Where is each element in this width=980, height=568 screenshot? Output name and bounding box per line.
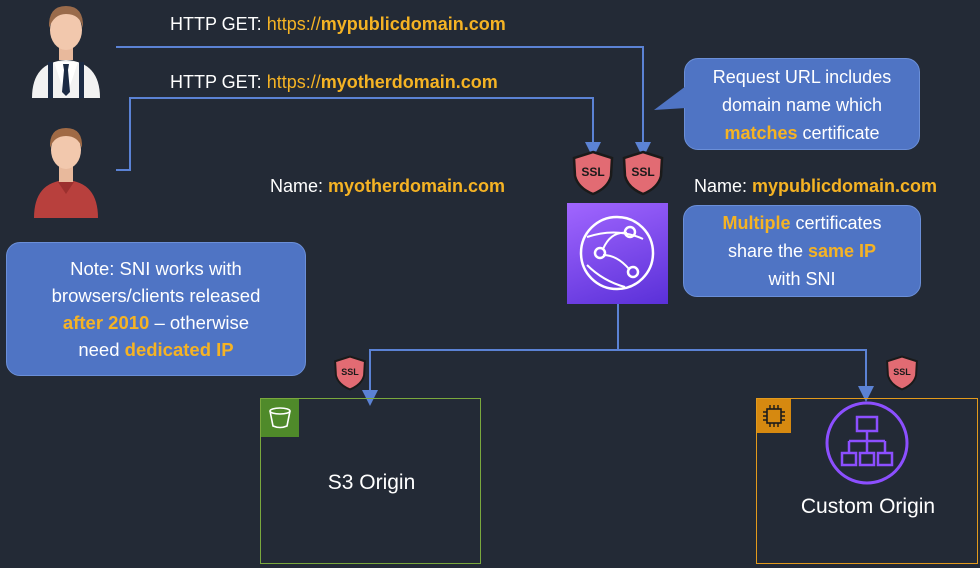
cert-prefix: Name:	[270, 176, 328, 196]
callout-highlight: same IP	[808, 241, 876, 261]
callout-text: Note: SNI works with	[7, 255, 305, 282]
request-domain: myotherdomain.com	[321, 72, 498, 92]
ssl-label: SSL	[620, 165, 666, 179]
callout-highlight: dedicated IP	[125, 339, 234, 360]
callout-highlight: matches	[724, 123, 797, 143]
s3-origin-box: S3 Origin	[260, 398, 481, 564]
custom-origin-label: Custom Origin	[757, 495, 979, 519]
cert-domain: myotherdomain.com	[328, 176, 505, 196]
cert-name-left: Name: myotherdomain.com	[270, 176, 505, 197]
ssl-shield-icon: SSL	[332, 355, 368, 391]
cloudfront-icon	[567, 203, 668, 304]
request-url-scheme: https://	[267, 14, 321, 34]
user-icon-person	[28, 122, 104, 218]
s3-origin-label: S3 Origin	[261, 471, 482, 495]
cert-domain: mypublicdomain.com	[752, 176, 937, 196]
callout-request-url: Request URL includes domain name which m…	[684, 58, 920, 150]
custom-origin-box: Custom Origin	[756, 398, 978, 564]
cert-prefix: Name:	[694, 176, 752, 196]
callout-text: – otherwise	[149, 312, 249, 333]
ec2-chip-icon	[757, 399, 791, 433]
callout-text: need	[78, 339, 124, 360]
load-balancer-network-icon	[823, 399, 911, 487]
ssl-shield-icon: SSL	[884, 355, 920, 391]
callout-text: browsers/clients released	[7, 282, 305, 309]
callout-text: share the	[728, 241, 808, 261]
request-label-other: HTTP GET: https://myotherdomain.com	[170, 72, 498, 93]
user-icon-businessman	[28, 0, 104, 98]
callout-highlight: after 2010	[63, 312, 149, 333]
ssl-shield-icon: SSL	[620, 150, 666, 196]
request-domain: mypublicdomain.com	[321, 14, 506, 34]
callout-line: Request URL includes	[685, 63, 919, 91]
callout-highlight: Multiple	[722, 213, 790, 233]
callout-text: certificate	[798, 123, 880, 143]
request-prefix: HTTP GET:	[170, 14, 267, 34]
cert-name-right: Name: mypublicdomain.com	[694, 176, 937, 197]
callout-multiple-certificates: Multiple certificates share the same IP …	[683, 205, 921, 297]
callout-line: domain name which	[685, 91, 919, 119]
request-url-scheme: https://	[267, 72, 321, 92]
ssl-label: SSL	[570, 165, 616, 179]
ssl-shield-icon: SSL	[570, 150, 616, 196]
ssl-label: SSL	[884, 367, 920, 377]
callout-pointer	[652, 82, 686, 116]
request-label-public: HTTP GET: https://mypublicdomain.com	[170, 14, 506, 35]
ssl-label: SSL	[332, 367, 368, 377]
callout-text: certificates	[790, 213, 881, 233]
s3-bucket-icon	[261, 399, 299, 437]
callout-sni-note: Note: SNI works with browsers/clients re…	[6, 242, 306, 376]
callout-text: with SNI	[684, 265, 920, 293]
request-prefix: HTTP GET:	[170, 72, 267, 92]
